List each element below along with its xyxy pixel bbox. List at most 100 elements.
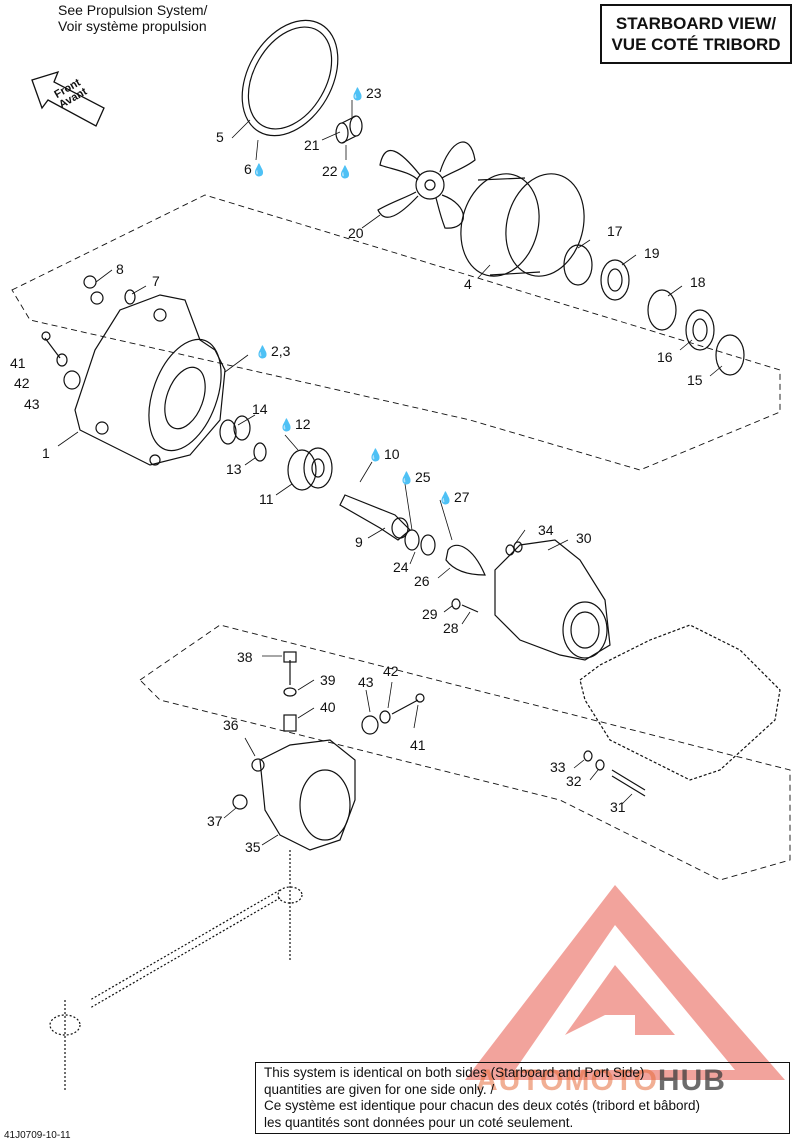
washer-33	[583, 750, 593, 762]
callout-16: 16	[657, 349, 673, 365]
callout-6-number: 6	[244, 161, 252, 177]
callout-9: 9	[355, 534, 363, 550]
callout-27: 💧27	[438, 490, 470, 505]
callout-43-left: 43	[24, 396, 40, 412]
plug-8	[83, 275, 104, 305]
pump-housing-1	[74, 294, 226, 466]
venturi-30	[494, 539, 611, 661]
callout-35: 35	[245, 839, 261, 855]
o-ring-13	[253, 442, 267, 462]
ring-18	[647, 289, 677, 331]
callout-17: 17	[607, 223, 623, 239]
wear-ring-4	[460, 173, 585, 277]
spacer-14	[219, 415, 251, 445]
oil-drop-icon: 💧	[251, 163, 267, 177]
assembly-boundary-upper	[11, 194, 781, 471]
callout-36: 36	[223, 717, 239, 733]
callout-6: 6💧	[244, 162, 268, 177]
callout-7: 7	[152, 273, 160, 289]
bushing-37	[232, 794, 248, 810]
callout-43-right: 43	[358, 674, 374, 690]
callout-23: 💧23	[350, 86, 382, 101]
view-title-line1: STARBOARD VIEW/	[615, 14, 777, 33]
screw-38	[283, 651, 297, 685]
plug-7	[124, 289, 136, 305]
callout-10: 💧10	[368, 447, 400, 462]
callout-28: 28	[443, 620, 459, 636]
callout-31: 31	[610, 799, 626, 815]
note-line1: This system is identical on both sides (…	[264, 1065, 645, 1080]
callout-42-left: 42	[14, 375, 30, 391]
see-propulsion-reference: See Propulsion System/ Voir système prop…	[58, 2, 207, 34]
washer-42-right	[379, 710, 391, 724]
callout-41-left: 41	[10, 355, 26, 371]
cone-26	[445, 544, 486, 576]
leader-lines	[57, 100, 723, 846]
callout-2-3: 💧2,3	[255, 344, 290, 359]
callout-20: 20	[348, 225, 364, 241]
washer-39	[283, 687, 297, 697]
callout-25-number: 25	[414, 469, 431, 485]
callout-32: 32	[566, 773, 582, 789]
callout-26: 26	[414, 573, 430, 589]
oil-drop-icon: 💧	[350, 87, 365, 101]
screw-41-left	[41, 331, 61, 359]
callout-18: 18	[690, 274, 706, 290]
watermark-part2: OMOTO	[540, 1064, 658, 1097]
view-title-box: STARBOARD VIEW/ VUE COTÉ TRIBORD	[600, 4, 792, 64]
nut-36	[251, 758, 265, 772]
watermark-text: AUTOMOTOHUB	[476, 1064, 726, 1098]
oil-drop-icon: 💧	[438, 491, 453, 505]
o-rings-34	[505, 544, 515, 556]
callout-39: 39	[320, 672, 336, 688]
callout-40: 40	[320, 699, 336, 715]
bearing-11	[287, 447, 333, 491]
automotohub-watermark-logo	[465, 885, 785, 1080]
callout-13: 13	[226, 461, 242, 477]
oil-drop-icon: 💧	[279, 418, 294, 432]
screw-28	[461, 604, 479, 613]
note-line3: Ce système est identique pour chacun des…	[264, 1098, 700, 1113]
oil-drop-icon: 💧	[255, 345, 270, 359]
oil-drop-icon: 💧	[368, 448, 383, 462]
bushing-21	[335, 115, 363, 144]
callout-24: 24	[393, 559, 409, 575]
o-ring-24b	[420, 534, 436, 556]
callout-25: 💧25	[399, 470, 431, 485]
bushing-40	[283, 714, 297, 732]
callout-37: 37	[207, 813, 223, 829]
callout-23-number: 23	[365, 85, 382, 101]
steering-nozzle-35	[259, 739, 356, 851]
oil-drop-icon: 💧	[399, 471, 414, 485]
oil-drop-icon: 💧	[337, 165, 353, 179]
callout-27-number: 27	[453, 489, 470, 505]
washer-43-left	[63, 370, 81, 390]
callout-4: 4	[464, 276, 472, 292]
callout-2-3-number: 2,3	[270, 343, 291, 359]
o-ring-15	[715, 334, 745, 376]
callout-11: 11	[259, 491, 274, 507]
callout-15: 15	[687, 372, 703, 388]
callout-12: 💧12	[279, 417, 311, 432]
note-line4: les quantités sont données pour un coté …	[264, 1114, 574, 1130]
callout-8: 8	[116, 261, 124, 277]
callout-33: 33	[550, 759, 566, 775]
mount-bracket	[579, 624, 781, 781]
callout-10-number: 10	[383, 446, 400, 462]
drawing-reference-code: 41J0709-10-11	[4, 1130, 71, 1141]
callout-19: 19	[644, 245, 660, 261]
washer-42-left	[56, 353, 68, 367]
seal-19	[600, 259, 630, 301]
callout-34: 34	[538, 522, 554, 538]
callout-21: 21	[304, 137, 320, 153]
note-box: This system is identical on both sides (…	[255, 1062, 790, 1134]
callout-5: 5	[216, 129, 224, 145]
callout-14: 14	[252, 401, 268, 417]
assembly-boundary-lower	[139, 624, 791, 881]
callout-1: 1	[42, 445, 50, 461]
callout-41-right: 41	[410, 737, 426, 753]
washer-32	[595, 759, 605, 771]
see-propulsion-line1: See Propulsion System/	[58, 2, 208, 18]
impeller-20	[377, 141, 476, 229]
